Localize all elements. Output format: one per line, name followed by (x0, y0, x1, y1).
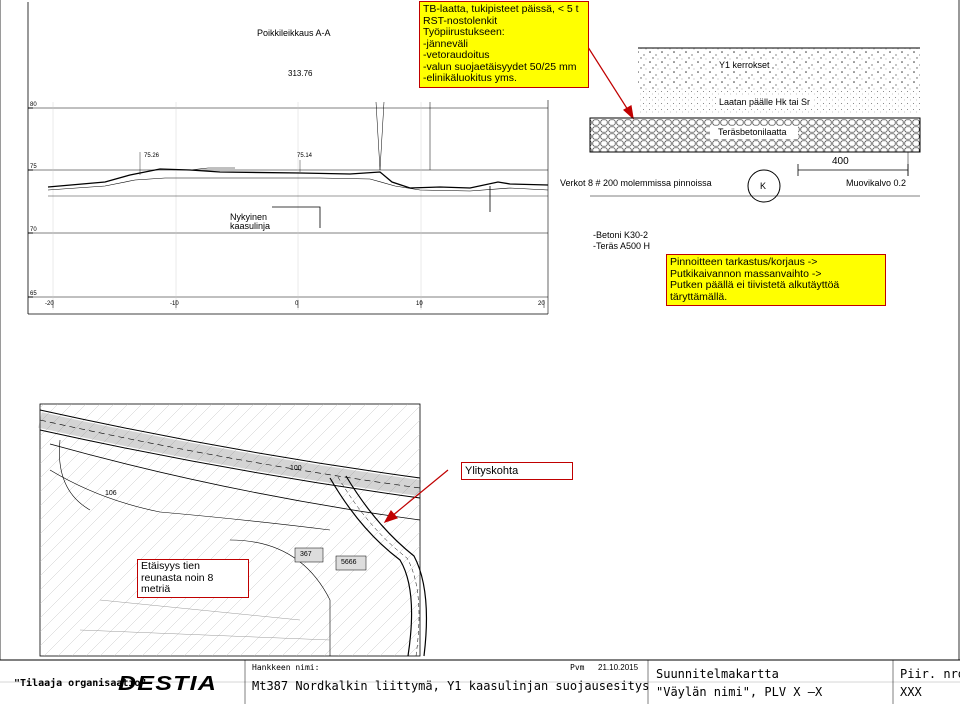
destia-logo: DESTIA (118, 673, 218, 695)
repair-note: Pinnoitteen tarkastus/korjaus -> Putkika… (666, 254, 886, 306)
level-mid: 75.14 (297, 153, 313, 159)
date-label: Pvm (570, 663, 585, 672)
section-title: Poikkileikkaus A-A (257, 28, 331, 38)
red-arrow-crossing (383, 469, 449, 524)
road-name: "Väylän nimi", PLV X —X (656, 685, 823, 699)
level-top: 313.76 (288, 69, 313, 78)
level-left: 75.26 (144, 153, 160, 159)
pipe-letter: K (760, 181, 767, 191)
tb-slab-note: TB-laatta, tukipisteet päissä, < 5 t RST… (419, 1, 589, 88)
red-arrow-slab (585, 43, 634, 120)
project-label: Hankkeen nimi: (252, 663, 320, 672)
bottom-label-m10: -10 (170, 301, 179, 307)
distance-note: Etäisyys tien reunasta noin 8 metriä (137, 559, 249, 598)
date-value: 21.10.2015 (598, 663, 639, 672)
bottom-label-m20: -20 (45, 301, 54, 307)
drawing-number: XXX (900, 685, 922, 699)
title-block-frame (0, 659, 960, 704)
layers-label: Y1 kerrokset (717, 60, 772, 70)
slab-label: Teräsbetonilaatta (718, 127, 787, 137)
map-label-5666: 5666 (341, 559, 357, 566)
project-name: Mt387 Nordkalkin liittymä, Y1 kaasulinja… (252, 679, 650, 693)
slab-detail (589, 47, 921, 203)
crossing-label: Ylityskohta (461, 462, 573, 480)
client-name: "Tilaaja organisaatio" (14, 678, 147, 689)
drawing-number-label: Piir. nro (900, 667, 960, 681)
bottom-label-0: 0 (295, 301, 299, 307)
map-label-100: 100 (290, 465, 302, 472)
mesh-label: Verkot 8 # 200 molemmissa pinnoissa (560, 178, 712, 188)
bottom-label-10: 10 (416, 301, 423, 307)
cross-section-grid (27, 2, 549, 315)
map-label-367: 367 (300, 551, 312, 558)
existing-gas-line-label: Nykyinen kaasulinja (230, 212, 271, 231)
drawing-type: Suunnitelmakartta (656, 667, 779, 681)
on-slab-label: Laatan päälle Hk tai Sr (717, 97, 813, 107)
materials-label: -Betoni K30-2 -Teräs A500 H (593, 230, 651, 251)
axis-label-80: 80 (30, 102, 37, 108)
bottom-label-20: 20 (538, 301, 545, 307)
gas-line-leader (272, 206, 321, 228)
axis-label-75: 75 (30, 164, 37, 170)
map-label-106: 106 (105, 490, 117, 497)
axis-label-65: 65 (30, 291, 37, 297)
plastic-label: Muovikalvo 0.2 (846, 178, 907, 188)
ground-profile (47, 101, 549, 212)
width-dimension: 400 (832, 156, 849, 167)
axis-label-70: 70 (30, 227, 37, 233)
site-map (38, 403, 428, 657)
